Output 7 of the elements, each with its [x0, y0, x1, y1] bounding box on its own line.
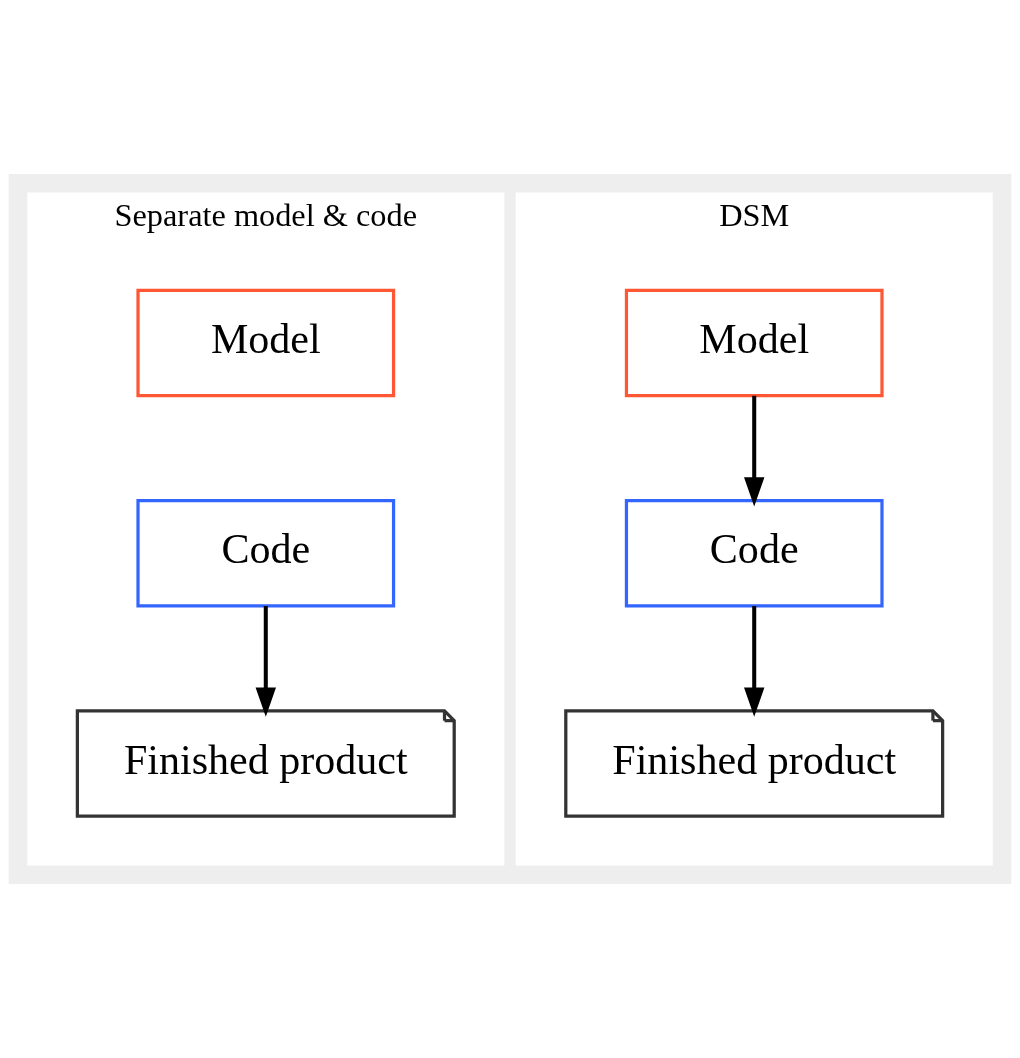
arrow [744, 395, 765, 507]
arrow [744, 606, 765, 717]
node-box: Model [624, 288, 884, 398]
node-box: Code [624, 499, 884, 608]
arrow [255, 606, 276, 717]
node-box: Model [136, 288, 396, 398]
node-box: Code [136, 499, 396, 608]
